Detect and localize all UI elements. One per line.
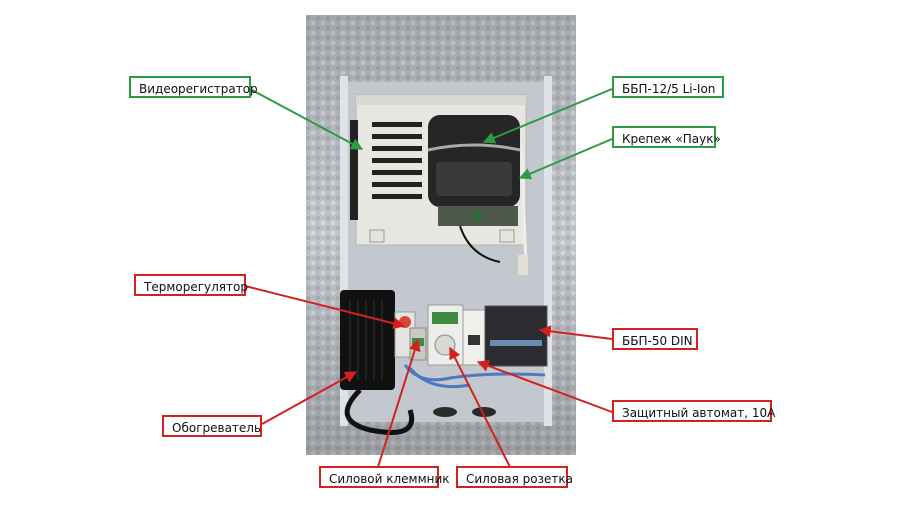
label-power-socket: Силовая розетка <box>456 466 573 488</box>
label-spider-mount: Крепеж «Паук» <box>612 126 721 148</box>
label-thermostat: Терморегулятор <box>134 274 248 296</box>
heater-unit <box>340 290 414 435</box>
label-ups-liion: ББП-12/5 Li-Ion <box>612 76 724 98</box>
label-heater: Обогреватель <box>162 415 262 437</box>
breaker-unit <box>462 309 486 366</box>
socket-unit <box>427 304 464 366</box>
leader-lines <box>244 88 613 468</box>
label-power-terminal: Силовой клеммник <box>319 466 450 488</box>
label-dvr: Видеорегистратор <box>129 76 258 98</box>
label-ups-din: ББП-50 DIN <box>612 328 698 350</box>
ups-din-unit <box>484 305 548 367</box>
ups-liion-unit <box>427 115 521 263</box>
label-circuit-breaker: Защитный автомат, 10А <box>612 400 775 422</box>
